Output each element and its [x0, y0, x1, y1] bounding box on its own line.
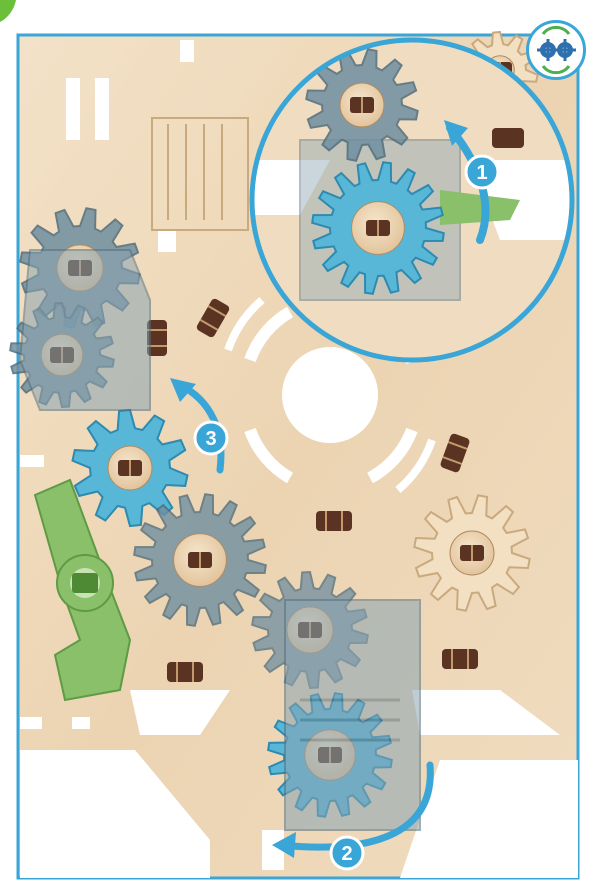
step-badge-3: 3	[195, 422, 227, 454]
step-badge-1: 1	[466, 156, 498, 188]
svg-text:3: 3	[205, 428, 216, 450]
gears-glyph	[529, 23, 583, 77]
step-badge-2: 2	[331, 837, 363, 869]
gear-natural-right	[414, 495, 529, 610]
svg-text:2: 2	[341, 843, 352, 865]
svg-text:1: 1	[476, 162, 487, 184]
zoom-callout	[250, 40, 578, 360]
green-corner-leaf-icon	[0, 0, 16, 22]
gears-rotate-icon[interactable]	[526, 20, 586, 80]
